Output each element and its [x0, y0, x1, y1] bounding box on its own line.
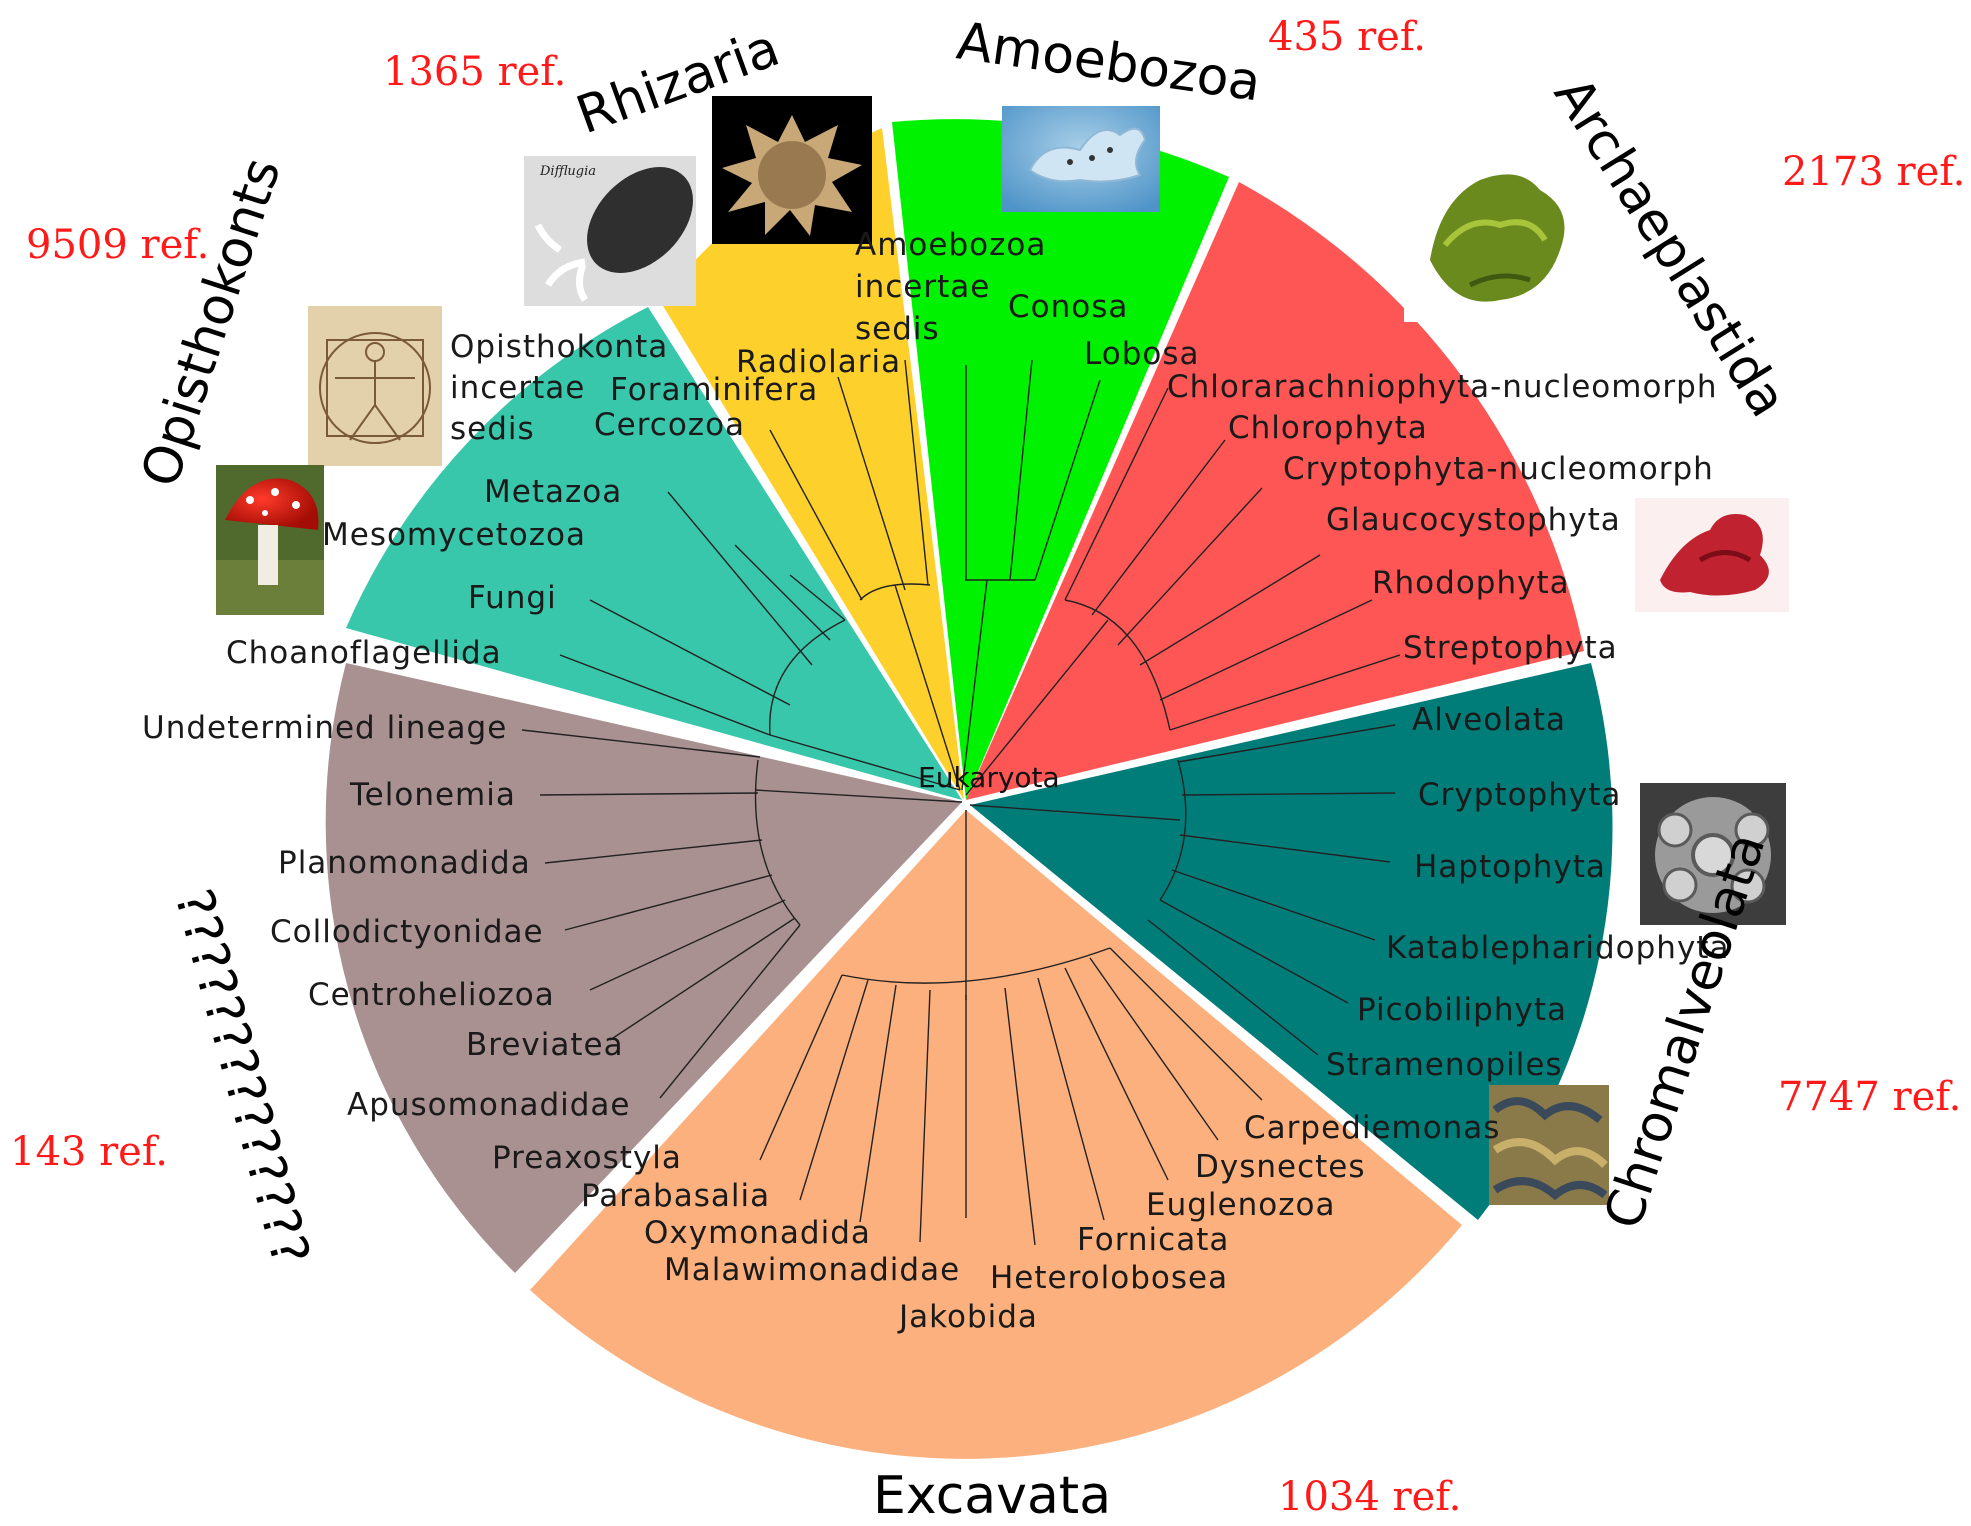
taxon-amoebozoa-incertae-line3: sedis — [855, 311, 940, 347]
taxon-preaxostyla: Preaxostyla — [492, 1140, 682, 1176]
taxon-centroheliozoa: Centroheliozoa — [308, 977, 555, 1013]
taxon-rhodophyta: Rhodophyta — [1372, 565, 1570, 601]
taxon-amoebozoa-incertae-line1: Amoebozoa — [855, 227, 1046, 263]
taxon-planomonadida: Planomonadida — [278, 845, 531, 881]
taxon-choanoflagellida: Choanoflagellida — [226, 635, 502, 671]
taxon-opisthokonta-incertae-line3: sedis — [450, 411, 535, 447]
taxon-metazoa: Metazoa — [484, 474, 622, 510]
refs-rhizaria: 1365 ref. — [383, 49, 566, 95]
taxon-cryptophyta: Cryptophyta — [1418, 777, 1621, 813]
taxon-dysnectes: Dysnectes — [1195, 1149, 1366, 1185]
taxon-chlorarachniophyta: Chlorarachniophyta-nucleomorph — [1167, 369, 1718, 405]
taxon-streptophyta: Streptophyta — [1403, 630, 1618, 666]
taxon-fungi: Fungi — [468, 580, 557, 616]
refs-undetermined: 143 ref. — [10, 1129, 168, 1175]
taxon-chlorophyta: Chlorophyta — [1228, 410, 1428, 446]
taxon-breviatea: Breviatea — [466, 1027, 624, 1063]
difflugia-photo: Difflugia — [524, 146, 714, 306]
refs-amoebozoa: 435 ref. — [1268, 14, 1426, 60]
taxon-apusomonadidae: Apusomonadidae — [347, 1087, 631, 1123]
taxon-parabasalia: Parabasalia — [581, 1178, 770, 1214]
taxon-conosa: Conosa — [1008, 289, 1128, 325]
green-alga-photo — [1404, 154, 1582, 322]
red-alga-photo — [1635, 498, 1789, 612]
taxon-cryptophyta-nucleomorph: Cryptophyta-nucleomorph — [1283, 451, 1714, 487]
group-opisthokonts: Opisthokonts — [130, 151, 292, 494]
difflugia-caption: Difflugia — [539, 164, 596, 179]
group-amoebozoa: Amoebozoa — [953, 11, 1264, 113]
vitruvian-man-photo — [308, 306, 442, 466]
brown-alga-photo — [1489, 1085, 1609, 1205]
taxon-opisthokonta-incertae-line1: Opisthokonta — [450, 329, 668, 365]
taxon-fornicata: Fornicata — [1077, 1222, 1229, 1258]
taxon-collodictyonidae: Collodictyonidae — [270, 914, 544, 950]
taxon-opisthokonta-incertae-line2: incertae — [450, 370, 585, 406]
taxon-telonemia: Telonemia — [349, 777, 516, 813]
taxon-picobiliphyta: Picobiliphyta — [1357, 992, 1567, 1028]
taxon-undetermined-lineage: Undetermined lineage — [142, 710, 507, 746]
taxon-radiolaria: Radiolaria — [736, 344, 901, 380]
taxon-carpediemonas: Carpediemonas — [1244, 1110, 1500, 1146]
refs-chromalveolata: 7747 ref. — [1778, 1074, 1961, 1120]
taxon-jakobida: Jakobida — [897, 1299, 1038, 1335]
refs-archaeplastida: 2173 ref. — [1782, 149, 1965, 195]
taxon-amoebozoa-incertae-line2: incertae — [855, 269, 990, 305]
taxon-euglenozoa: Euglenozoa — [1146, 1187, 1335, 1223]
taxon-mesomycetozoa: Mesomycetozoa — [322, 517, 586, 553]
root-label: Eukaryota — [918, 761, 1060, 794]
taxon-glaucocystophyta: Glaucocystophyta — [1326, 502, 1621, 538]
group-excavata: Excavata — [873, 1466, 1111, 1526]
taxon-lobosa: Lobosa — [1084, 336, 1199, 372]
taxon-stramenopiles: Stramenopiles — [1326, 1047, 1563, 1083]
refs-excavata: 1034 ref. — [1278, 1474, 1461, 1520]
taxon-haptophyta: Haptophyta — [1414, 849, 1606, 885]
taxon-malawimonadidae: Malawimonadidae — [664, 1252, 960, 1288]
refs-opisthokonts: 9509 ref. — [26, 222, 209, 268]
taxon-oxymonadida: Oxymonadida — [644, 1215, 871, 1251]
taxon-heterolobosea: Heterolobosea — [990, 1260, 1228, 1296]
radiolaria-photo — [712, 96, 872, 244]
taxon-cercozoa: Cercozoa — [594, 407, 745, 443]
amanita-photo — [216, 465, 324, 615]
taxon-alveolata: Alveolata — [1412, 702, 1566, 738]
amoeba-photo — [1002, 106, 1160, 212]
